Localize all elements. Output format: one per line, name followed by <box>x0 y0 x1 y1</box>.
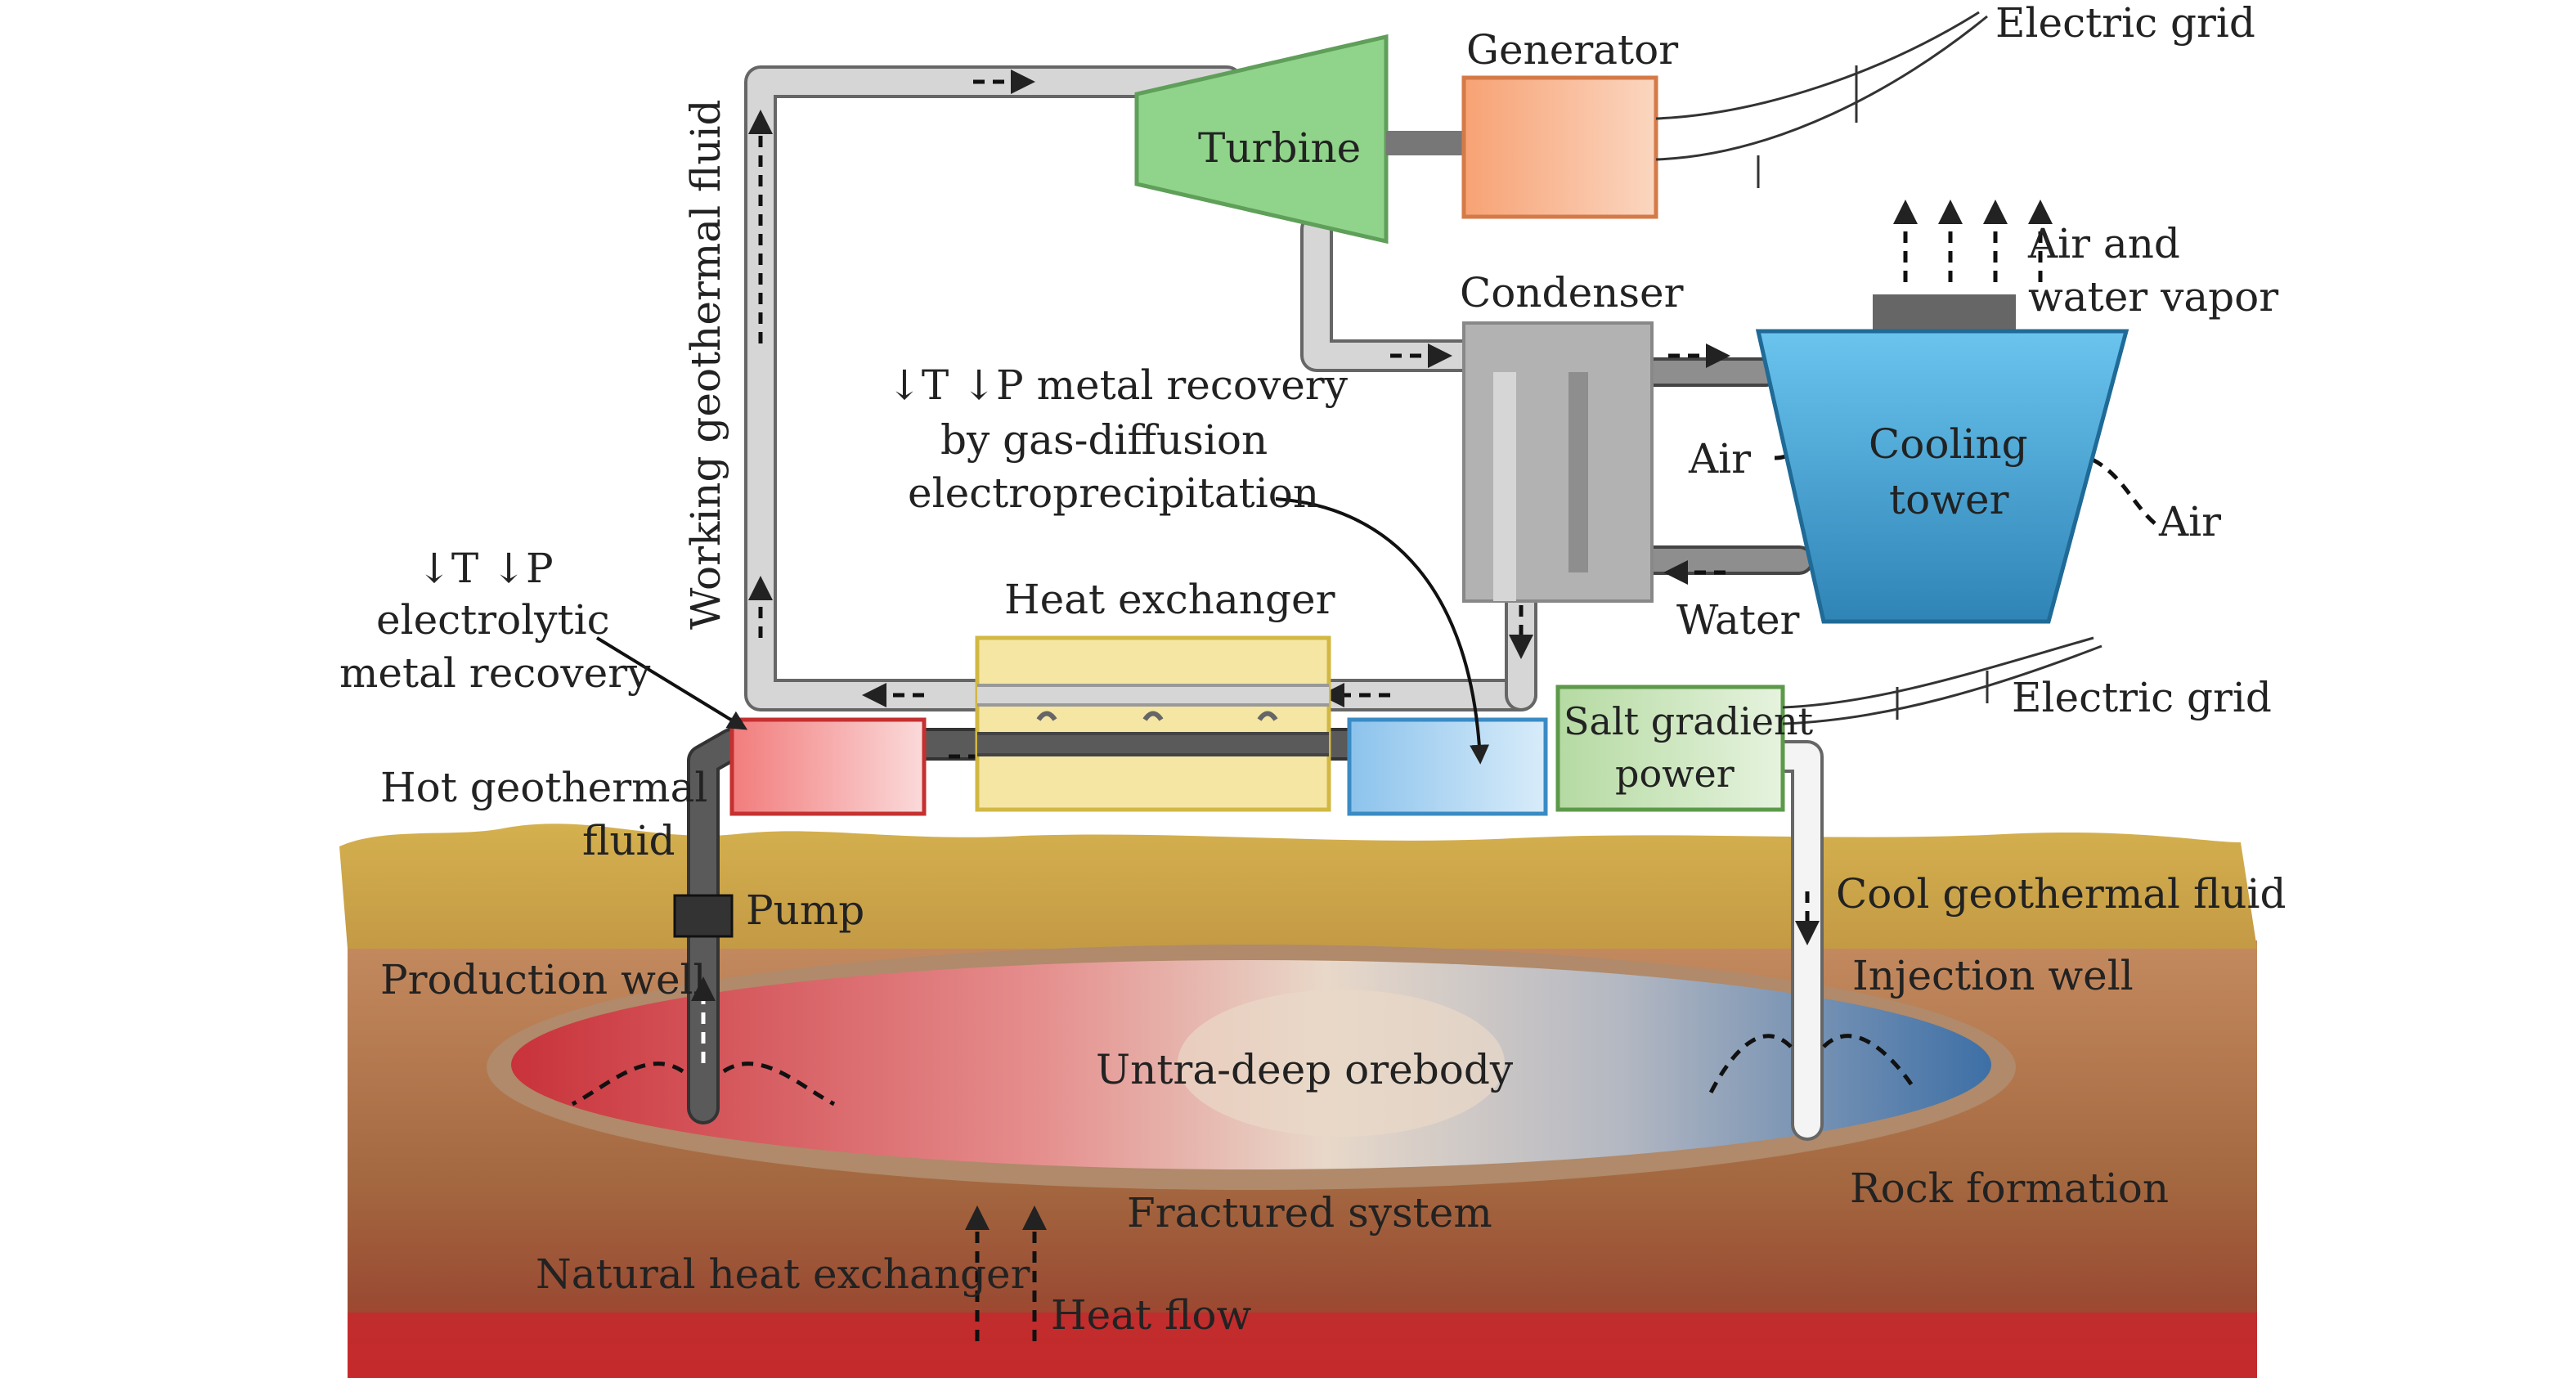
electric-grid-top-wires <box>1655 11 1988 188</box>
label-generator: Generator <box>1466 26 1678 74</box>
generator <box>1461 75 1658 219</box>
surface-soil-layer <box>339 824 2257 949</box>
electrolytic-recovery-box <box>729 717 927 816</box>
label-heat-flow: Heat flow <box>1051 1291 1251 1339</box>
condenser <box>1462 321 1654 603</box>
label-gas-diffusion-3: electroprecipitation <box>908 469 1319 517</box>
label-air-water-vapor-1: Air and <box>2027 220 2180 267</box>
label-air-left: Air <box>1688 435 1751 483</box>
label-hot-fluid-1: Hot geothermal <box>380 764 707 811</box>
orebody-core <box>1178 990 1505 1137</box>
label-pump: Pump <box>746 886 864 934</box>
pump <box>673 894 734 938</box>
turbine <box>1134 34 1468 245</box>
electric-grid-bottom-wires <box>1782 636 2103 725</box>
cooling-tower <box>1755 294 2129 624</box>
label-electric-grid-bottom: Electric grid <box>2012 674 2272 721</box>
label-natural-heat-exchanger: Natural heat exchanger <box>536 1250 1030 1298</box>
label-gas-diffusion-1: ↓T ↓P metal recovery <box>887 361 1349 409</box>
label-cool-fluid: Cool geothermal fluid <box>1836 870 2287 918</box>
label-injection-well: Injection well <box>1852 952 2134 999</box>
label-water: Water <box>1676 596 1800 644</box>
label-turbine: Turbine <box>1198 124 1361 172</box>
label-hot-fluid-2: fluid <box>582 817 675 864</box>
electroprecipitation-box <box>1347 717 1548 816</box>
label-heat-exchanger: Heat exchanger <box>1004 576 1335 623</box>
label-salt-gradient-2: power <box>1615 752 1735 796</box>
label-electrolytic-2: electrolytic <box>376 596 610 644</box>
label-working-fluid: Working geothermal fluid <box>682 99 729 630</box>
label-orebody: Untra-deep orebody <box>1096 1046 1514 1093</box>
orebody <box>487 945 2016 1190</box>
label-cooling-tower-2: tower <box>1889 476 2009 523</box>
pointer-lines <box>595 497 1490 765</box>
heat-exchanger <box>975 635 1331 812</box>
label-fractured-system: Fractured system <box>1127 1189 1492 1237</box>
label-production-well: Production well <box>380 956 707 1003</box>
label-air-right: Air <box>2158 498 2221 545</box>
label-electrolytic-3: metal recovery <box>339 649 651 697</box>
salt-gradient-box <box>1555 685 1785 812</box>
magma-layer <box>348 1313 2257 1378</box>
label-rock-formation: Rock formation <box>1850 1165 2169 1212</box>
label-air-water-vapor-2: water vapor <box>2028 273 2278 321</box>
label-cooling-tower-1: Cooling <box>1869 420 2028 468</box>
label-electrolytic-1: ↓T ↓P <box>417 545 554 592</box>
label-condenser: Condenser <box>1460 269 1684 316</box>
label-electric-grid-top: Electric grid <box>1995 0 2255 47</box>
injection-line <box>1762 740 1824 1141</box>
label-salt-gradient-1: Salt gradient <box>1564 699 1814 743</box>
label-gas-diffusion-2: by gas-diffusion <box>940 416 1268 464</box>
